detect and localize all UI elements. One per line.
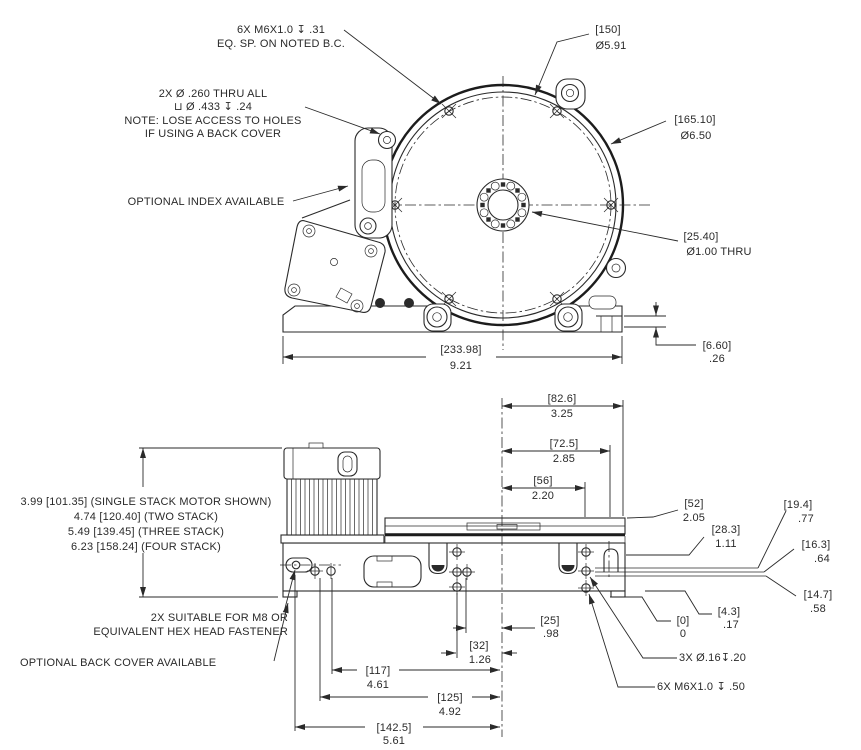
dim-117-metric: [117] xyxy=(366,665,391,677)
dim-16-3-inch: .64 xyxy=(814,553,830,565)
motor-connector xyxy=(337,451,358,477)
left-hole-column xyxy=(449,544,475,595)
dim-72-5-inch: 2.85 xyxy=(553,453,575,465)
side-base xyxy=(282,542,626,598)
dim-165-metric: [165.10] xyxy=(674,114,715,126)
leader-14-7 xyxy=(765,575,797,597)
dim-25-metric: [25] xyxy=(540,615,559,627)
hook-slot xyxy=(603,548,619,572)
dim-16-3-metric: [16.3] xyxy=(802,539,831,551)
note-eq-spaced-2: EQ. SP. ON NOTED B.C. xyxy=(217,38,345,50)
note-thru-4: IF USING A BACK COVER xyxy=(145,128,281,140)
leader-19-4 xyxy=(757,510,787,569)
note-optional-index: OPTIONAL INDEX AVAILABLE xyxy=(128,196,285,208)
cover-tab xyxy=(335,287,353,304)
dim-4-3-inch: .17 xyxy=(723,619,739,631)
dim-32-inch: 1.26 xyxy=(469,654,491,666)
note-eq-spaced-1: 6X M6X1.0 ↧ .31 xyxy=(237,24,325,36)
back-pocket xyxy=(363,555,422,588)
leader-4-3 xyxy=(645,590,712,615)
dim-56-inch: 2.20 xyxy=(532,490,554,502)
dim-bore-inch: Ø1.00 THRU xyxy=(686,246,751,258)
note-thru-2: ⊔ Ø .433 ↧ .24 xyxy=(174,101,252,113)
leader-index xyxy=(292,185,349,202)
leader-thru-holes xyxy=(304,106,381,135)
dim-142-5-metric: [142.5] xyxy=(376,722,411,734)
index-bracket xyxy=(301,127,397,254)
front-text: 6X M6X1.0 ↧ .31 EQ. SP. ON NOTED B.C. 2X… xyxy=(124,24,751,372)
front-dimensions xyxy=(282,29,696,364)
stack-note-2: 4.74 [120.40] (TWO STACK) xyxy=(74,511,218,523)
base-slot xyxy=(588,295,617,310)
note-thru-3: NOTE: LOSE ACCESS TO HOLES xyxy=(124,115,301,127)
dim-step-inch: .26 xyxy=(709,353,725,365)
dim-bore-metric: [25.40] xyxy=(683,231,718,243)
stack-note-3: 5.49 [139.45] (THREE STACK) xyxy=(68,526,224,538)
leader-28-3 xyxy=(626,536,705,556)
right-hole-column xyxy=(578,544,594,596)
motor-adapter xyxy=(280,534,385,544)
dim-width-inch: 9.21 xyxy=(450,360,472,372)
note-fastener-1: 2X SUITABLE FOR M8 OR xyxy=(151,612,288,624)
note-dowel-holes: 3X Ø.16↧.20 xyxy=(679,652,746,664)
bolt-circle-holes xyxy=(387,103,619,307)
dim-19-4-inch: .77 xyxy=(798,513,814,525)
stepper-motor xyxy=(280,442,385,544)
dim-25-inch: .98 xyxy=(543,628,559,640)
dim-0-metric: [0] xyxy=(677,615,690,627)
dim-28-3-metric: [28.3] xyxy=(712,524,741,536)
note-back-cover: OPTIONAL BACK COVER AVAILABLE xyxy=(20,657,216,669)
leader-0 xyxy=(610,596,671,622)
stack-note-4: 6.23 [158.24] (FOUR STACK) xyxy=(71,541,221,553)
dim-72-5-metric: [72.5] xyxy=(550,438,579,450)
front-view: 6X M6X1.0 ↧ .31 EQ. SP. ON NOTED B.C. 2X… xyxy=(124,24,751,372)
dim-56-metric: [56] xyxy=(533,475,552,487)
note-thru-1: 2X Ø .260 THRU ALL xyxy=(159,88,268,100)
dim-82-6-inch: 3.25 xyxy=(551,408,573,420)
plate-keyway xyxy=(466,522,541,531)
table-plate xyxy=(384,517,626,543)
dim-142-5-inch: 5.61 xyxy=(383,735,405,747)
dim-165-inch: Ø6.50 xyxy=(681,130,712,142)
side-text: 3.99 [101.35] (SINGLE STACK MOTOR SHOWN)… xyxy=(20,393,832,747)
motor-top-tab xyxy=(308,442,324,449)
motor-cap xyxy=(283,447,381,480)
leader-dowel xyxy=(589,576,677,659)
dim-125-inch: 4.92 xyxy=(439,706,461,718)
motor-cover xyxy=(284,220,386,313)
dim-4-3-metric: [4.3] xyxy=(718,606,740,618)
base-features xyxy=(280,541,766,596)
dim-52-inch: 2.05 xyxy=(683,512,705,524)
dim-14-7-metric: [14.7] xyxy=(804,589,833,601)
note-tapped-holes: 6X M6X1.0 ↧ .50 xyxy=(657,681,745,693)
side-dimensions xyxy=(139,398,797,737)
leader-165 xyxy=(610,120,667,145)
leader-52 xyxy=(626,509,679,519)
dim-28-3-inch: 1.11 xyxy=(715,538,736,550)
dim-14-7-inch: .58 xyxy=(810,603,826,615)
side-view: 3.99 [101.35] (SINGLE STACK MOTOR SHOWN)… xyxy=(20,393,832,747)
leader-16-3 xyxy=(763,548,795,573)
stack-note-1: 3.99 [101.35] (SINGLE STACK MOTOR SHOWN) xyxy=(21,496,272,508)
dim-19-4-metric: [19.4] xyxy=(784,499,813,511)
leader-eq-spaced xyxy=(343,29,442,105)
dim-150-metric: [150] xyxy=(595,24,620,36)
mounting-bosses xyxy=(375,78,627,332)
leader-bore xyxy=(531,211,679,242)
dim-125-metric: [125] xyxy=(437,692,462,704)
dim-117-inch: 4.61 xyxy=(367,679,389,691)
leader-back-cover xyxy=(273,602,289,662)
dim-step-metric: [6.60] xyxy=(703,340,732,352)
dim-width-metric: [233.98] xyxy=(440,344,481,356)
leader-150 xyxy=(534,33,590,96)
dim-32-metric: [32] xyxy=(469,640,488,652)
dim-52-metric: [52] xyxy=(684,498,703,510)
note-fastener-2: EQUIVALENT HEX HEAD FASTENER xyxy=(93,626,288,638)
dim-0-inch: 0 xyxy=(680,628,686,640)
dim-82-6-metric: [82.6] xyxy=(548,393,577,405)
leader-tapped xyxy=(588,593,655,688)
center-bore xyxy=(476,178,530,232)
dim-150-inch: Ø5.91 xyxy=(596,40,627,52)
